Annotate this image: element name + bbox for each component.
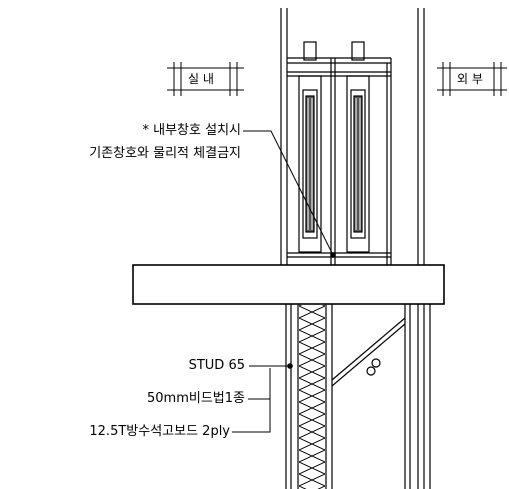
exterior-zone-label: 외 부 [457, 72, 483, 86]
lower-wall-lines [285, 304, 431, 489]
window-frame-rails [287, 57, 392, 265]
floor-slab [132, 264, 445, 305]
insulation-callout: 50mm비드법1종 [147, 391, 245, 406]
interior-zone-label: 실 내 [188, 72, 214, 86]
window-note-line1: * 내부창호 설치시 [142, 123, 242, 138]
insulation-infill [299, 305, 325, 489]
stud-callout: STUD 65 [188, 358, 245, 373]
right-window-sash [346, 41, 370, 253]
leader-dots [287, 252, 336, 369]
interior-tag-frame [167, 62, 244, 96]
upper-frame-lines [280, 8, 425, 265]
window-note-line2: 기존창호와 물리적 체결금지 [89, 146, 241, 161]
gypsum-board-callout: 12.5T방수석고보드 2ply [89, 424, 230, 439]
exterior-tag-frame [437, 62, 507, 96]
left-window-sash [298, 41, 322, 253]
steel-bracket [331, 304, 411, 489]
leader-lines [232, 130, 334, 433]
